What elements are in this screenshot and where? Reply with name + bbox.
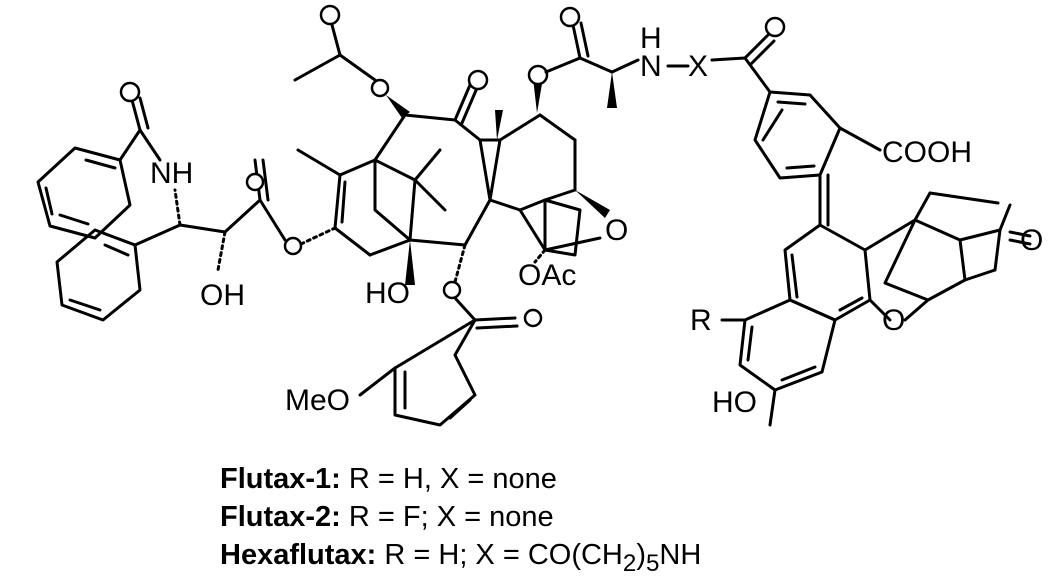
benzoyl-ring [36,146,132,240]
legend-row-hexaflutax: Hexaflutax: R = H; X = CO(CH2)5NH [220,536,701,583]
legend-text: R = F; X = none [340,501,554,533]
phenyl-ring [55,228,142,322]
legend-row-flutax-1: Flutax-1: R = H, X = none [220,460,701,498]
legend-name: Flutax-2: [220,501,341,533]
r-label: R [690,304,712,337]
o-bridge-label: O [605,214,628,247]
oac-label: OAc [518,259,576,292]
xanthene-core [720,191,1032,427]
compound-legend: Flutax-1: R = H, X = none Flutax-2: R = … [220,460,701,583]
o-ketone-label: O [1020,224,1043,257]
cooh-label: COOH [882,136,972,169]
legend-tail-2: NH [659,539,702,571]
ho-core-label: HO [365,277,410,310]
nh-label: NH [150,157,193,190]
legend-row-flutax-2: Flutax-2: R = F; X = none [220,498,701,536]
methoxyphenyl-ring [393,318,477,427]
legend-subscript-2: 5 [645,549,660,577]
o-ring-label: O [882,304,905,337]
oh-label: OH [200,279,245,312]
legend-tail: ) [636,539,646,571]
taxane-core [296,69,610,300]
n-label: N [640,50,662,83]
legend-name: Hexaflutax: [220,539,377,571]
legend-subscript: 2 [622,549,637,577]
ho-bottom-label: HO [712,386,757,419]
h-label: H [640,22,662,55]
benzoic-ring [753,90,842,180]
legend-text: R = H; X = CO(CH [376,539,623,571]
legend-text: R = H, X = none [340,463,557,495]
meo-label: MeO [285,384,350,417]
x-label: X [688,50,708,83]
legend-name: Flutax-1: [220,463,341,495]
